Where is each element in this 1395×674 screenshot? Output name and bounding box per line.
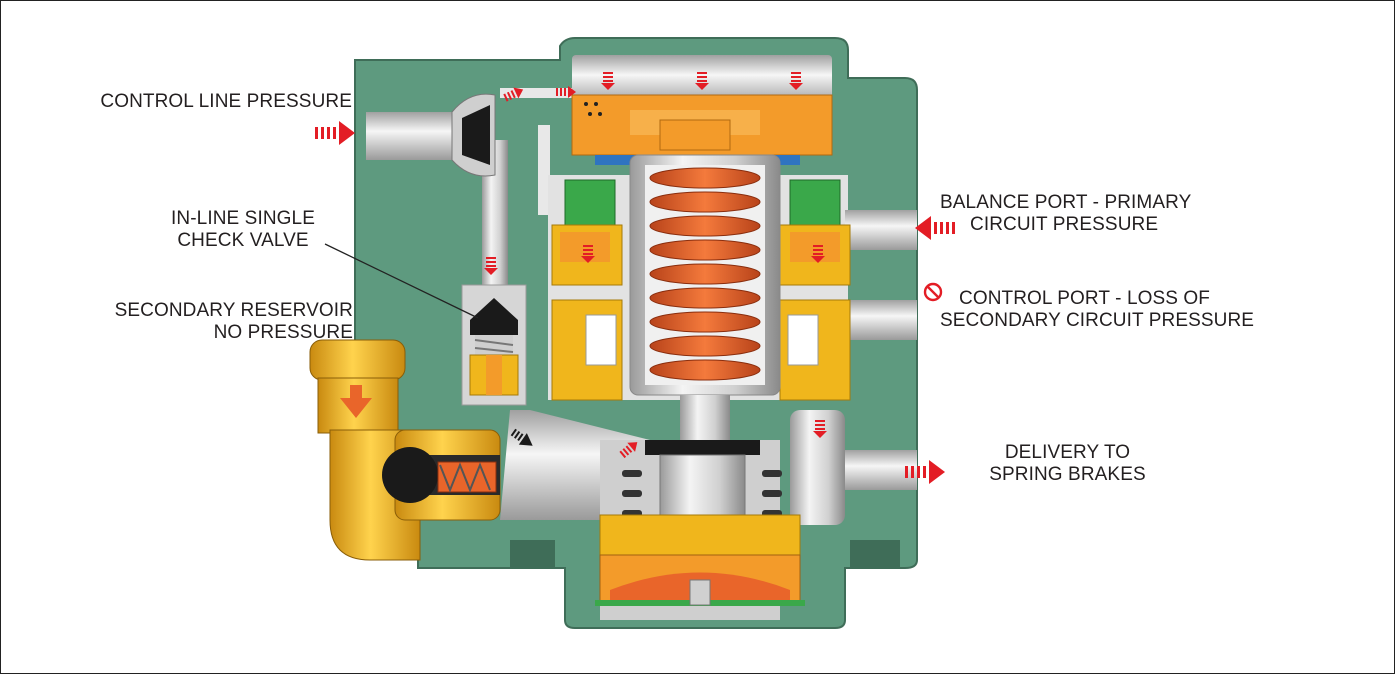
plunger [595, 395, 805, 606]
elbow-fitting [309, 339, 501, 561]
main-spring [629, 154, 781, 396]
check-valve-label: IN-LINE SINGLE CHECK VALVE [171, 208, 315, 251]
control-line-pressure-label: CONTROL LINE PRESSURE [100, 91, 352, 112]
upper-piston [571, 94, 833, 165]
check-valve [469, 298, 519, 396]
green-seals [564, 179, 841, 226]
check-valve-leader-line [324, 243, 479, 319]
prohibited-icon [923, 282, 943, 302]
interior-pressure-arrows [340, 72, 827, 459]
secondary-reservoir-label: SECONDARY RESERVOIR NO PRESSURE [114, 300, 353, 343]
balance-port-label: BALANCE PORT - PRIMARY CIRCUIT PRESSURE [940, 192, 1192, 235]
delivery-label: DELIVERY TO SPRING BRAKES [989, 442, 1146, 485]
red-pressure-arrow-icon [315, 121, 355, 145]
control-diaphragm [451, 93, 496, 177]
control-port-label: CONTROL PORT - LOSS OF SECONDARY CIRCUIT… [940, 288, 1255, 331]
